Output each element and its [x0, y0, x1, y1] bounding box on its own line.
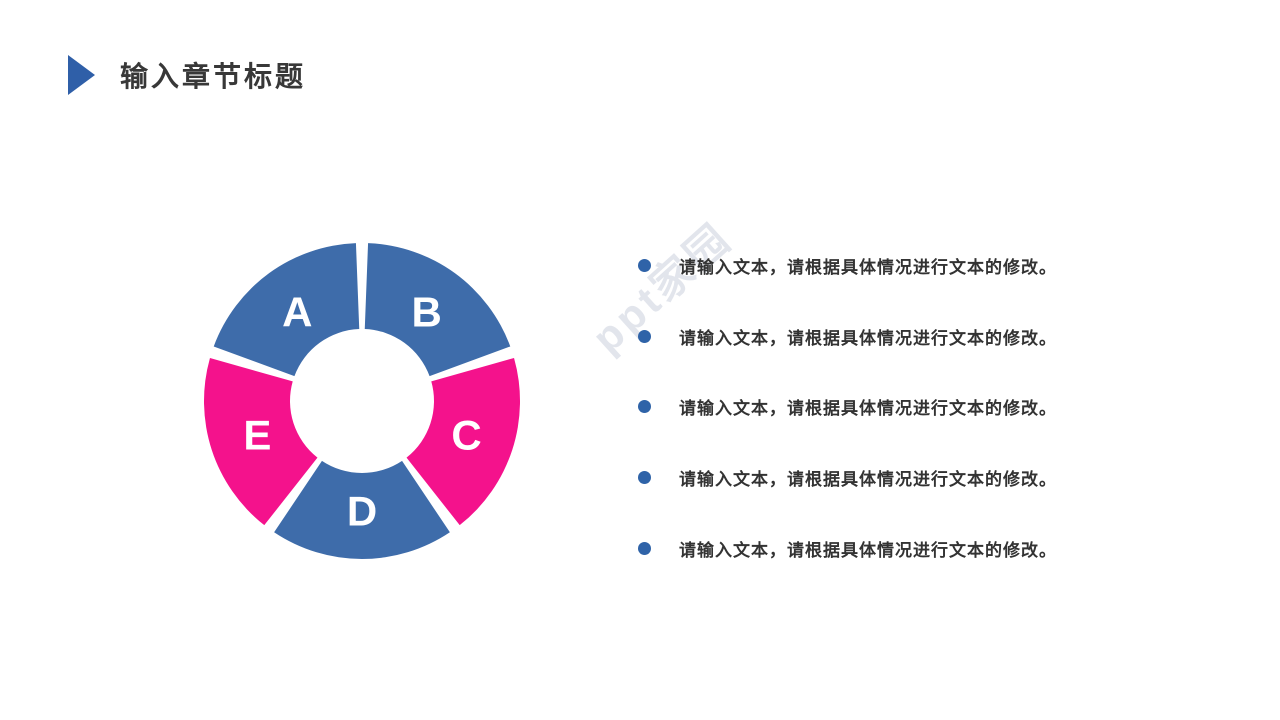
bullet-dot-icon [638, 541, 651, 555]
bullet-text: 请输入文本，请根据具体情况进行文本的修改。 [679, 257, 1057, 277]
donut-label-B: B [412, 289, 442, 336]
bullet-dot-icon [638, 399, 651, 413]
list-item: 请输入文本，请根据具体情况进行文本的修改。 [638, 537, 1057, 560]
donut-chart: B C D E A [203, 243, 521, 560]
donut-label-C: C [451, 412, 481, 459]
donut-chart-container: B C D E A [202, 241, 522, 561]
list-item: 请输入文本，请根据具体情况进行文本的修改。 [638, 466, 1057, 489]
bullet-text: 请输入文本，请根据具体情况进行文本的修改。 [679, 328, 1057, 348]
bullet-dot-icon [638, 470, 651, 484]
list-item: 请输入文本，请根据具体情况进行文本的修改。 [638, 254, 1057, 277]
bullet-dot-icon [638, 258, 651, 272]
donut-segment-E [203, 357, 318, 526]
donut-segment-C [406, 357, 521, 526]
bullet-text: 请输入文本，请根据具体情况进行文本的修改。 [679, 469, 1057, 489]
donut-segment-B [364, 243, 511, 377]
bullet-text: 请输入文本，请根据具体情况进行文本的修改。 [679, 398, 1057, 418]
bullet-list: 请输入文本，请根据具体情况进行文本的修改。 请输入文本，请根据具体情况进行文本的… [638, 0, 1238, 720]
donut-label-E: E [243, 412, 271, 459]
slide-title: 输入章节标题 [120, 61, 307, 92]
bullet-text: 请输入文本，请根据具体情况进行文本的修改。 [679, 540, 1057, 560]
donut-label-A: A [282, 289, 312, 336]
list-item: 请输入文本，请根据具体情况进行文本的修改。 [638, 395, 1057, 418]
slide-header: 输入章节标题 [68, 55, 306, 95]
donut-segment-D [274, 460, 450, 560]
bullet-dot-icon [638, 329, 651, 343]
donut-label-D: D [347, 488, 377, 535]
section-marker-icon [68, 55, 95, 95]
donut-segment-A [213, 243, 360, 377]
list-item: 请输入文本，请根据具体情况进行文本的修改。 [638, 325, 1057, 348]
